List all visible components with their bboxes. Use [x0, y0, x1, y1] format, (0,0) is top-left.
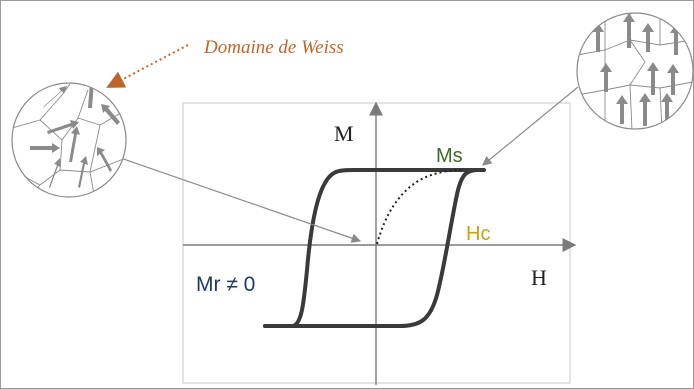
domain-arrow-icon — [106, 44, 189, 88]
pointer-arrow-origin — [111, 154, 362, 243]
h-axis-label: H — [531, 265, 547, 290]
domain-label: Domaine de Weiss — [203, 37, 344, 58]
m-axis-label: M — [334, 121, 354, 146]
mr-label: Mr ≠ 0 — [196, 273, 255, 296]
ms-label: Ms — [436, 145, 463, 167]
hc-label: Hc — [466, 223, 490, 245]
loop-lower-branch — [263, 168, 480, 328]
random-domains-circle — [11, 82, 127, 198]
aligned-domains-circle — [576, 12, 694, 130]
pointer-arrow-ms — [482, 86, 579, 166]
loop-upper-branch — [263, 168, 486, 328]
